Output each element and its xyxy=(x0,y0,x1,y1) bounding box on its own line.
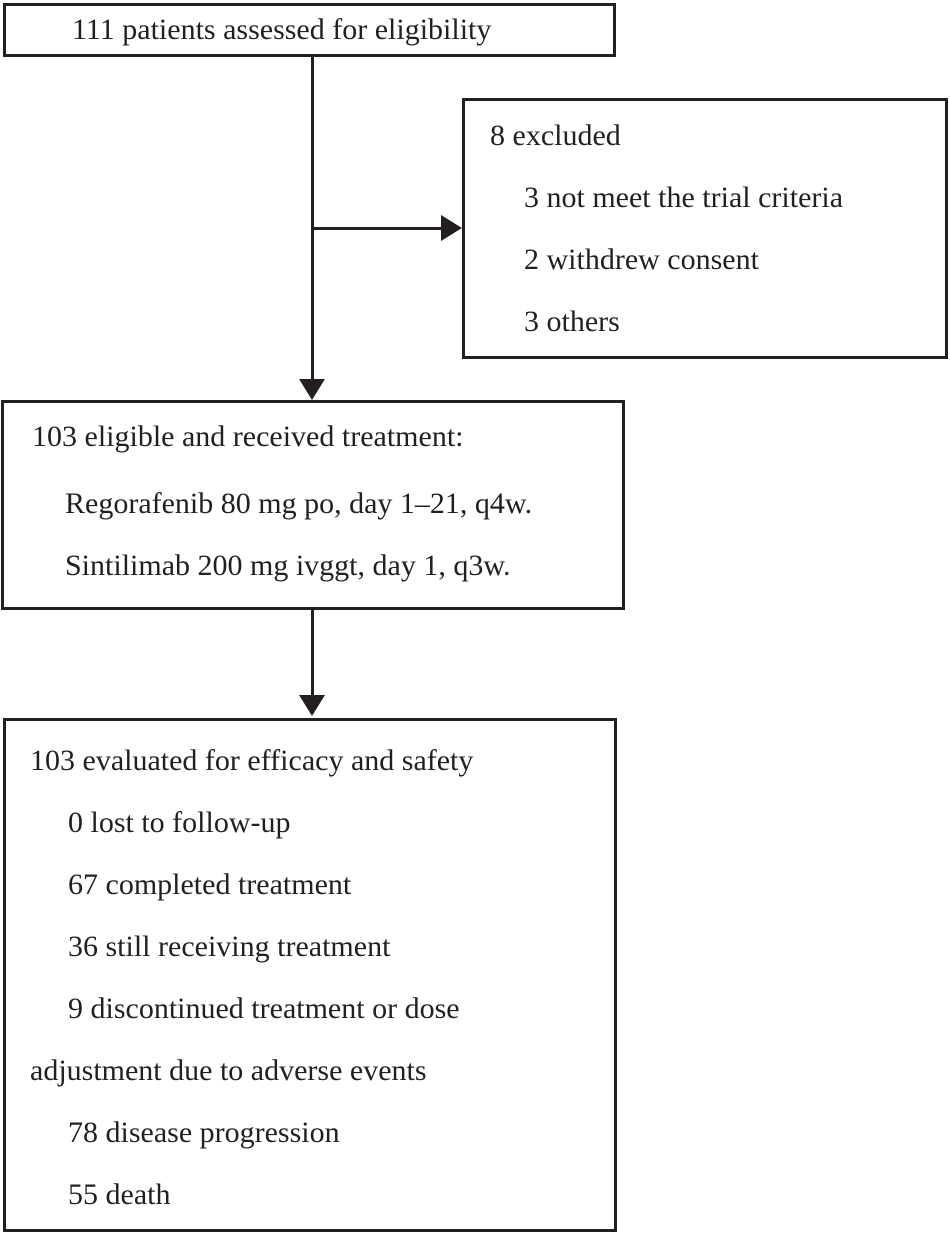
trunk-assessed-to-treatment-arrowhead xyxy=(299,379,325,400)
treatment-box-line-0: 103 eligible and received treatment: xyxy=(32,420,464,453)
assessed-box-line-0: 111 patients assessed for eligibility xyxy=(72,13,492,46)
treatment-box-line-2: Sintilimab 200 mg ivggt, day 1, q3w. xyxy=(65,549,511,582)
excluded-box-line-1: 3 not meet the trial criteria xyxy=(524,181,844,214)
treatment-box-line-1: Regorafenib 80 mg po, day 1–21, q4w. xyxy=(65,487,533,520)
evaluated-box-line-0: 103 evaluated for efficacy and safety xyxy=(30,744,474,777)
branch-to-excluded-arrowhead xyxy=(441,215,462,241)
evaluated-box-line-5: adjustment due to adverse events xyxy=(30,1054,427,1087)
treatment-box xyxy=(1,400,625,610)
excluded-box-line-0: 8 excluded xyxy=(490,119,621,152)
evaluated-box-line-4: 9 discontinued treatment or dose xyxy=(68,992,460,1025)
trunk-treatment-to-evaluated-arrowhead xyxy=(299,695,325,716)
evaluated-box-line-7: 55 death xyxy=(68,1178,171,1211)
trunk-treatment-to-evaluated-line xyxy=(311,610,314,697)
evaluated-box xyxy=(3,718,617,1232)
trunk-assessed-to-treatment-line xyxy=(311,57,314,381)
branch-to-excluded-line xyxy=(311,227,443,230)
evaluated-box-line-3: 36 still receiving treatment xyxy=(68,930,391,963)
excluded-box xyxy=(462,98,948,359)
assessed-box xyxy=(3,3,616,57)
evaluated-box-line-6: 78 disease progression xyxy=(68,1116,340,1149)
evaluated-box-line-1: 0 lost to follow-up xyxy=(68,806,291,839)
evaluated-box-line-2: 67 completed treatment xyxy=(68,868,352,901)
excluded-box-line-2: 2 withdrew consent xyxy=(524,243,759,276)
excluded-box-line-3: 3 others xyxy=(524,305,620,338)
